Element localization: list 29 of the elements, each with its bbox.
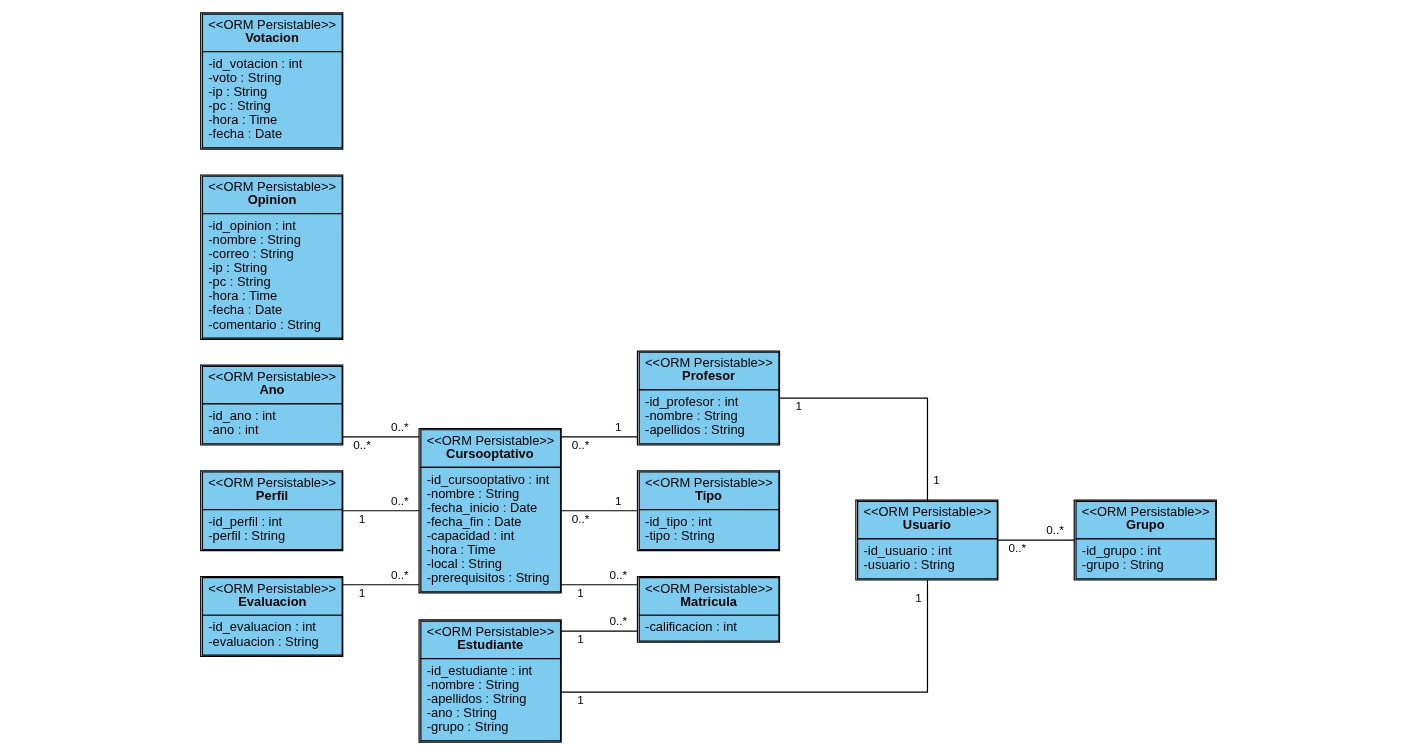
connector bbox=[778, 397, 928, 501]
connector bbox=[560, 630, 638, 632]
label: 0..* bbox=[1045, 523, 1064, 537]
connector bbox=[341, 436, 420, 438]
label: 0..* bbox=[571, 511, 589, 525]
label: 0..* bbox=[571, 437, 589, 451]
connector bbox=[341, 510, 420, 512]
label: 0..* bbox=[390, 493, 409, 507]
label: 0..* bbox=[1007, 540, 1026, 554]
connector bbox=[560, 436, 638, 438]
label: 1 bbox=[576, 693, 584, 707]
connector bbox=[560, 584, 638, 586]
label: 1 bbox=[358, 511, 365, 525]
label: 0..* bbox=[608, 567, 627, 581]
label: 0..* bbox=[608, 614, 627, 628]
label: 1 bbox=[614, 493, 621, 507]
label: 1 bbox=[794, 398, 802, 412]
label: 1 bbox=[932, 472, 940, 486]
label: 1 bbox=[914, 591, 922, 605]
connector bbox=[997, 539, 1075, 541]
label: 0..* bbox=[352, 437, 371, 451]
connector bbox=[560, 510, 638, 512]
label: 1 bbox=[614, 419, 621, 433]
label: 1 bbox=[576, 585, 584, 599]
connector bbox=[341, 584, 420, 586]
label: 1 bbox=[576, 631, 584, 645]
label: 1 bbox=[358, 585, 365, 599]
label: 0..* bbox=[390, 567, 409, 581]
label: 0..* bbox=[390, 419, 409, 433]
